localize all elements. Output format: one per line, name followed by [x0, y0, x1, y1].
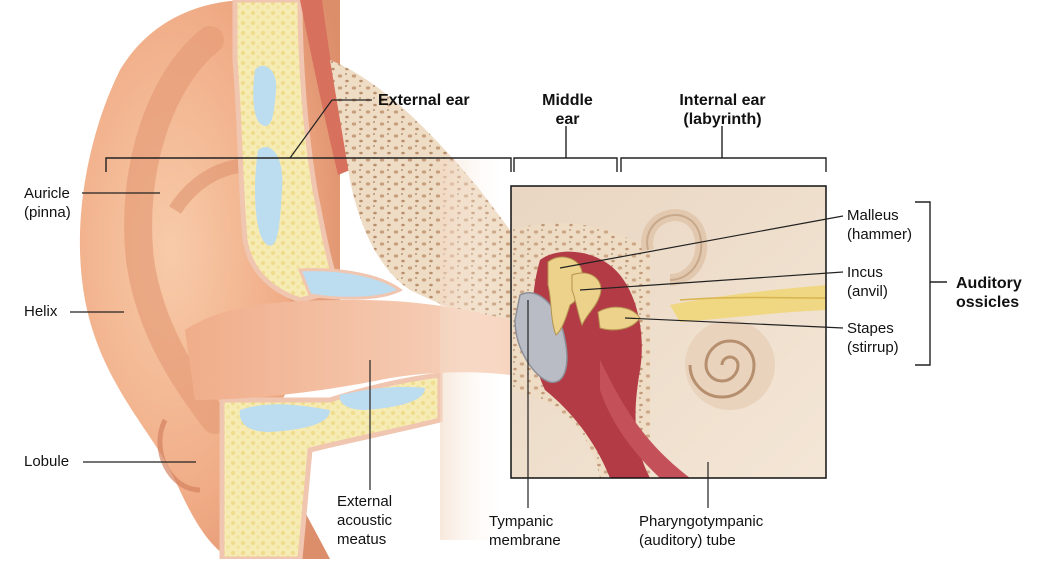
label-stapes-line1: Stapes	[847, 320, 894, 337]
label-incus: Incus (anvil)	[847, 263, 888, 301]
label-helix: Helix	[24, 303, 58, 320]
label-middle-ear-line2: ear	[555, 111, 580, 128]
label-internal-ear-line1: Internal ear	[679, 92, 766, 109]
label-tympanic-line1: Tympanic	[489, 513, 554, 530]
label-ossicles-line2: ossicles	[956, 294, 1020, 311]
cartilage-section	[219, 0, 443, 562]
label-incus-line2: (anvil)	[847, 283, 888, 300]
label-external-ear: External ear	[378, 92, 470, 109]
label-malleus-line1: Malleus	[847, 207, 899, 224]
label-external-acoustic-meatus: External acoustic meatus	[337, 492, 392, 549]
label-malleus: Malleus (hammer)	[847, 206, 912, 244]
label-auditory-ossicles: Auditory ossicles	[956, 274, 1022, 312]
label-malleus-line2: (hammer)	[847, 226, 913, 243]
label-lobule: Lobule	[24, 453, 70, 470]
label-stapes: Stapes (stirrup)	[847, 319, 899, 357]
label-auricle-line1: Auricle	[24, 185, 70, 202]
region-brackets	[105, 126, 947, 366]
label-middle-ear-line1: Middle	[542, 92, 593, 109]
label-internal-ear: Internal ear (labyrinth)	[665, 91, 780, 129]
label-eam-line1: External	[337, 493, 393, 510]
label-tympanic-line2: membrane	[489, 532, 561, 549]
label-auricle: Auricle (pinna)	[24, 184, 71, 222]
label-pharyngotympanic-line2: (auditory) tube	[639, 532, 736, 549]
label-pharyngotympanic-tube: Pharyngotympanic (auditory) tube	[639, 512, 763, 550]
label-internal-ear-line2: (labyrinth)	[683, 111, 762, 128]
muscle-strip	[300, 0, 350, 175]
label-pharyngotympanic-line1: Pharyngotympanic	[639, 513, 764, 530]
label-ossicles-line1: Auditory	[956, 275, 1022, 292]
ear-canal	[185, 300, 510, 400]
label-middle-ear: Middle ear	[540, 91, 595, 129]
label-auricle-line2: (pinna)	[24, 204, 71, 221]
label-stapes-line2: (stirrup)	[847, 339, 899, 356]
label-tympanic-membrane: Tympanic membrane	[489, 512, 561, 550]
inset-frame	[510, 185, 827, 479]
label-eam-line3: meatus	[337, 531, 387, 548]
leader-lines	[70, 99, 844, 508]
label-eam-line2: acoustic	[337, 512, 393, 529]
middle-inner-ear-inset	[511, 186, 827, 478]
label-incus-line1: Incus	[847, 264, 883, 281]
